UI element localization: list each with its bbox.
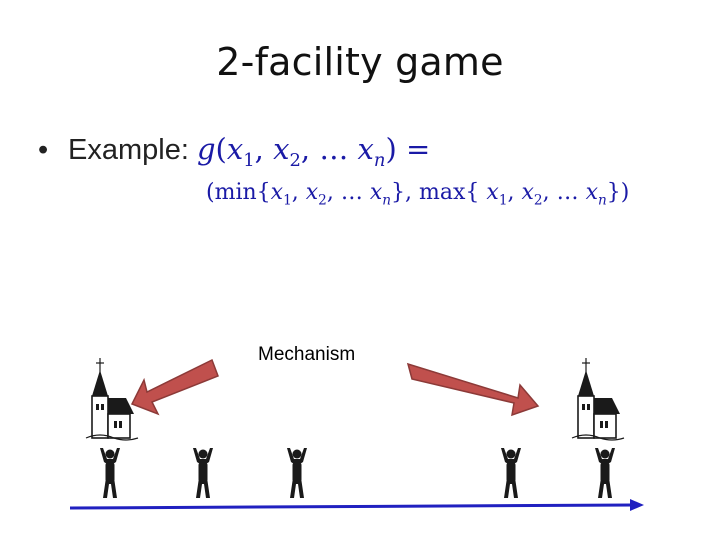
slide-title: 2-facility game <box>216 40 504 84</box>
math-min-open: (min{ <box>206 180 271 205</box>
math-x1: x <box>226 132 244 166</box>
math-x1-sub: 1 <box>243 149 255 171</box>
math-sep: , <box>291 180 306 205</box>
math-x2-sub: 2 <box>318 192 327 209</box>
math-xn: x <box>585 180 598 205</box>
math-xn-sub: n <box>382 192 392 209</box>
math-g: g <box>196 132 216 166</box>
math-xn: x <box>369 180 383 205</box>
math-x1: x <box>270 180 284 205</box>
formula-line-2: (min{x1, x2, … xn}, max{ x1, x2, … xn}) <box>206 180 629 208</box>
math-x1-sub: 1 <box>283 192 292 209</box>
math-x1-sub: 1 <box>498 192 508 209</box>
math-sep: , <box>507 180 522 205</box>
math-x2: x <box>273 132 290 166</box>
math-sep: , … <box>300 132 358 166</box>
formula-line-1: g(x1, x2, … xn) = <box>196 132 431 171</box>
church-icon <box>571 357 625 441</box>
math-open: ( <box>215 132 227 166</box>
person-icon <box>193 448 213 498</box>
right-arrow-icon <box>406 362 540 417</box>
math-close-eq: ) = <box>385 132 431 166</box>
math-sep: , … <box>542 180 586 205</box>
math-x1: x <box>486 180 499 205</box>
bullet-dot: • <box>38 134 49 166</box>
math-min-close-max-open: }, max{ <box>391 180 487 205</box>
math-x2-sub: 2 <box>289 149 301 171</box>
math-xn-sub: n <box>597 192 607 209</box>
math-max-close: }) <box>606 180 630 205</box>
person-icon <box>595 448 615 498</box>
math-sep: , <box>254 132 274 166</box>
church-icon <box>85 357 139 441</box>
math-x2: x <box>521 180 534 205</box>
person-icon <box>501 448 521 498</box>
math-x2-sub: 2 <box>533 192 543 209</box>
example-label: Example: <box>68 134 189 166</box>
math-x2: x <box>305 180 319 205</box>
number-line <box>69 503 635 510</box>
person-icon <box>287 448 307 498</box>
example-bullet: •Example: g(x1, x2, … xn) = <box>38 132 430 171</box>
left-arrow-icon <box>130 358 219 416</box>
math-sep: , … <box>326 180 370 205</box>
math-xn-sub: n <box>373 149 386 171</box>
number-line-arrowhead <box>630 499 644 511</box>
person-icon <box>100 448 120 498</box>
math-xn: x <box>357 132 374 166</box>
mechanism-label: Mechanism <box>258 344 356 365</box>
